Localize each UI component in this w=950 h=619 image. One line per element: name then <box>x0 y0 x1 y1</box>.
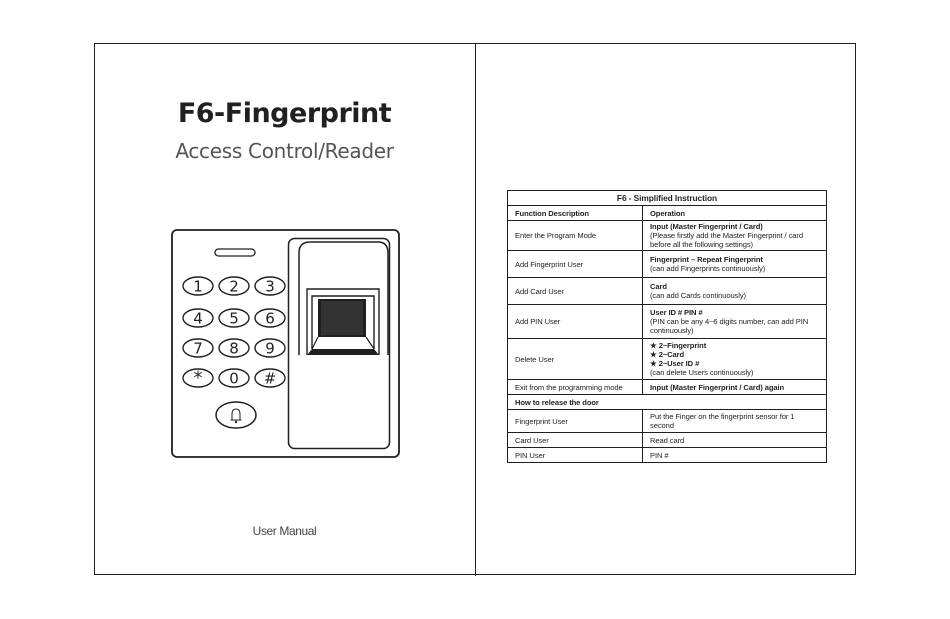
key-1[interactable]: 1 <box>182 276 214 296</box>
page-divider <box>475 43 476 576</box>
key-label: 0 <box>229 370 239 388</box>
key-label: 9 <box>265 340 275 358</box>
function-cell: Delete User <box>507 338 643 380</box>
function-cell: Enter the Program Mode <box>507 220 643 251</box>
key-label: 1 <box>193 278 203 296</box>
operation-cell: Input (Master Fingerprint / Card) again <box>642 379 827 395</box>
release-title: How to release the door <box>507 394 827 410</box>
header-function: Function Description <box>507 205 643 221</box>
key-7[interactable]: 7 <box>182 338 214 358</box>
indicator-light <box>214 248 256 257</box>
operation-cell: Put the Finger on the fingerprint sensor… <box>642 409 827 433</box>
operation-cell: Fingerprint – Repeat Fingerprint(can add… <box>642 250 827 278</box>
user-manual-label: User Manual <box>252 524 317 538</box>
key-8[interactable]: 8 <box>218 338 250 358</box>
operation-cell: Input (Master Fingerprint / Card)(Please… <box>642 220 827 251</box>
function-cell: Fingerprint User <box>507 409 643 433</box>
key-label: 7 <box>193 340 203 358</box>
function-cell: Add Card User <box>507 277 643 305</box>
key-2[interactable]: 2 <box>218 276 250 296</box>
bell-icon <box>230 408 242 424</box>
header-operation: Operation <box>642 205 827 221</box>
operation-cell: User ID # PIN #(PIN can be any 4~6 digit… <box>642 304 827 339</box>
device-illustration: 1 2 3 4 5 6 7 8 9 * 0 # <box>171 229 400 458</box>
operation-cell: Read card <box>642 432 827 448</box>
key-0[interactable]: 0 <box>218 368 250 388</box>
release-header-row: How to release the door <box>507 394 827 410</box>
table-title-row: F6 - Simplified Instruction <box>507 190 827 206</box>
key-label: 2 <box>229 278 239 296</box>
key-6[interactable]: 6 <box>254 308 286 328</box>
operation-cell: Card(can add Cards continuously) <box>642 277 827 305</box>
key-label: 3 <box>265 278 275 296</box>
table-row: Delete User★ 2~Fingerprint★ 2~Card★ 2~Us… <box>507 338 827 380</box>
function-cell: Card User <box>507 432 643 448</box>
key-9[interactable]: 9 <box>254 338 286 358</box>
key-label: 6 <box>265 310 275 328</box>
function-cell: PIN User <box>507 447 643 463</box>
function-cell: Add Fingerprint User <box>507 250 643 278</box>
key-4[interactable]: 4 <box>182 308 214 328</box>
key-label: * <box>194 368 203 389</box>
operation-cell: ★ 2~Fingerprint★ 2~Card★ 2~User ID #(can… <box>642 338 827 380</box>
cover-subtitle: Access Control/Reader <box>175 139 394 163</box>
key-star[interactable]: * <box>182 368 214 389</box>
function-cell: Add PIN User <box>507 304 643 339</box>
key-label: # <box>264 370 277 388</box>
key-label: 5 <box>229 310 239 328</box>
key-label: 8 <box>229 340 239 358</box>
bell-button[interactable] <box>215 401 257 429</box>
operation-cell: PIN # <box>642 447 827 463</box>
function-cell: Exit from the programming mode <box>507 379 643 395</box>
key-3[interactable]: 3 <box>254 276 286 296</box>
fingerprint-sensor <box>298 241 389 355</box>
key-hash[interactable]: # <box>254 368 286 388</box>
key-5[interactable]: 5 <box>218 308 250 328</box>
table-title: F6 - Simplified Instruction <box>507 190 827 206</box>
cover-title: F6-Fingerprint <box>177 98 392 129</box>
key-label: 4 <box>193 310 203 328</box>
